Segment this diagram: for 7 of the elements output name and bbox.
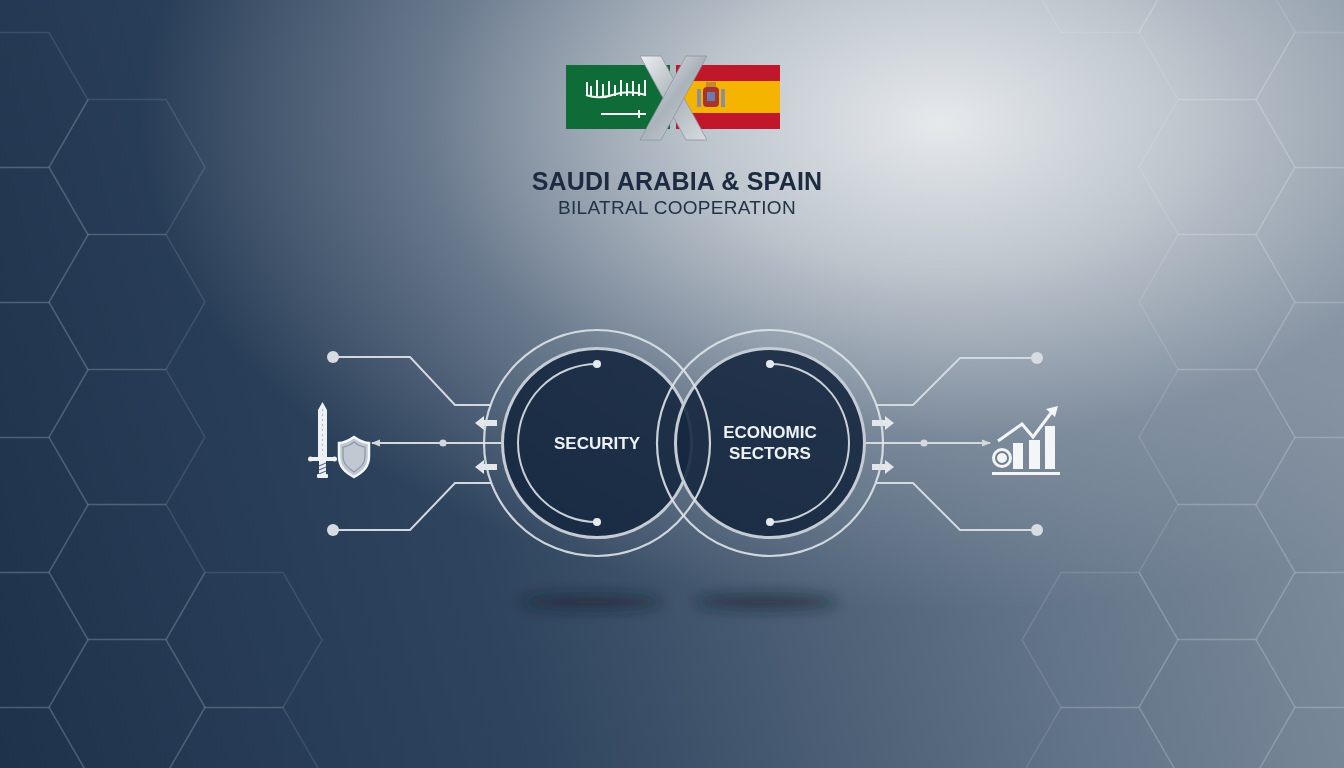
sword-shield-icon xyxy=(307,401,372,480)
title: SAUDI ARABIA & SPAIN xyxy=(531,166,823,196)
circle-label: ECONOMIC SECTORS xyxy=(722,422,818,464)
connector-arrow xyxy=(371,439,502,447)
circle-label: SECURITY xyxy=(554,432,640,454)
connector-arrow xyxy=(865,439,991,447)
subtitle: BILATRAL COOPERATION xyxy=(558,196,796,220)
